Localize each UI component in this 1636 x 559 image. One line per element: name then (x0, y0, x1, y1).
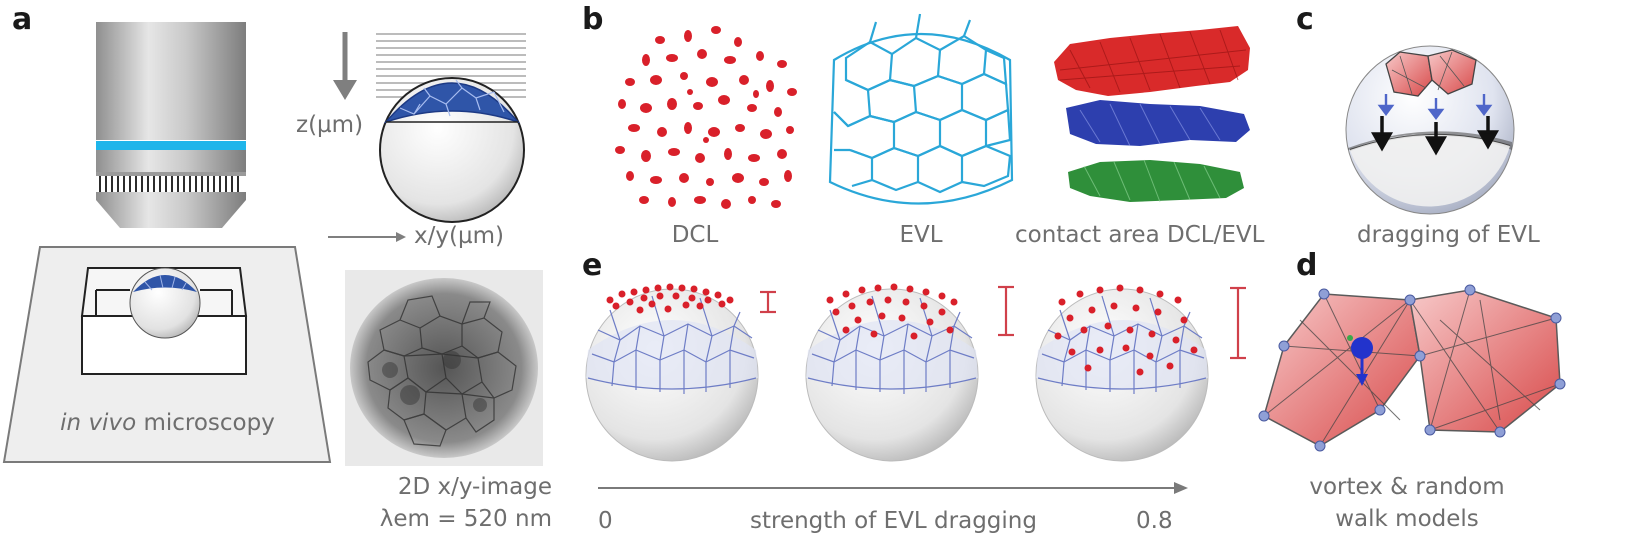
range-bracket-3 (1230, 286, 1246, 360)
dcl-cells (615, 26, 797, 209)
embryo-small-icon (129, 267, 201, 339)
range-bracket-1 (760, 290, 776, 314)
dragged-cells-icon (1385, 49, 1477, 97)
contact-area-blue (1066, 100, 1250, 147)
panel-letter-b: b (582, 2, 604, 37)
dcl-label: DCL (671, 222, 719, 248)
z-arrow-icon (333, 32, 357, 100)
xy-arrow-icon (328, 232, 406, 242)
dragging-label: dragging of EVL (1357, 222, 1540, 248)
image-caption-line2: λem = 520 nm (379, 506, 552, 532)
dcl-dots-sphere-3 (1054, 284, 1198, 376)
embryo-sphere-1 (585, 288, 759, 462)
dcl-dots-sphere-1 (606, 283, 734, 314)
axis-title: strength of EVL dragging (750, 508, 1037, 534)
embryo-sphere-2 (805, 288, 979, 462)
caption-rest: microscopy (136, 410, 275, 436)
range-bracket-2 (998, 285, 1014, 337)
microscopy-image (345, 270, 543, 466)
axis-start-label: 0 (598, 508, 613, 534)
models-caption-line1: vortex & random (1309, 474, 1505, 500)
image-caption-line1: 2D x/y-image (397, 474, 552, 500)
vortex-model-icon (1258, 284, 1566, 452)
panel-letter-a: a (12, 2, 33, 37)
contact-area-red (1054, 26, 1250, 96)
panel-letter-c: c (1296, 2, 1314, 37)
evl-label: EVL (899, 222, 943, 248)
panel-letter-e: e (582, 248, 603, 283)
dcl-dots-sphere-2 (826, 283, 958, 340)
contact-area-green (1068, 159, 1244, 203)
drag-arrows-icon (1370, 94, 1500, 156)
axis-end-label: 0.8 (1136, 508, 1173, 534)
microscope-stage (2, 246, 332, 463)
objective-lens-icon (96, 22, 246, 228)
embryo-sphere-icon (379, 77, 525, 223)
dragging-axis-arrow (598, 482, 1188, 494)
evl-cell-network (828, 13, 1014, 205)
panel-letter-d: d (1296, 248, 1318, 283)
contact-area-label: contact area DCL/EVL (1015, 222, 1265, 248)
embryo-sphere-3 (1035, 288, 1209, 462)
z-axis-label: z(µm) (296, 112, 364, 138)
xy-axis-label: x/y(µm) (414, 223, 504, 249)
caption-italic: in vivo (60, 410, 137, 436)
models-caption-line2: walk models (1335, 506, 1479, 532)
microscopy-caption: in vivo microscopy (40, 410, 295, 436)
